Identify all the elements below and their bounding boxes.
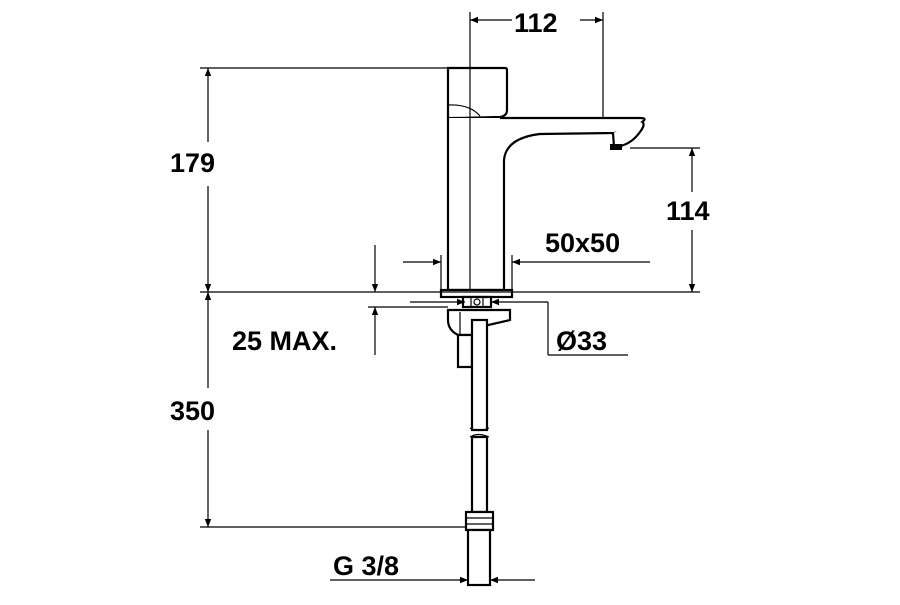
dim-label-112: 112 <box>514 8 558 38</box>
dim-thread: G 3/8 <box>330 551 535 584</box>
dim-label-25-max: 25 MAX. <box>232 326 337 356</box>
dim-base-size: 50x50 <box>403 228 650 290</box>
dim-label-350: 350 <box>170 396 215 426</box>
dim-label-g-3-8: G 3/8 <box>333 551 399 581</box>
dim-spout-height: 114 <box>630 147 710 292</box>
dim-label-179: 179 <box>170 148 215 178</box>
dim-hose-length: 350 <box>170 292 466 528</box>
dim-total-height: 179 <box>170 67 700 293</box>
dim-max-thickness: 25 MAX. <box>232 245 448 356</box>
dim-label-50x50: 50x50 <box>545 228 620 258</box>
dim-label-114: 114 <box>666 196 710 226</box>
mounting-hardware <box>446 295 512 587</box>
dim-label-diameter-33: Ø33 <box>556 326 607 356</box>
dim-hole-diameter: Ø33 <box>410 298 628 356</box>
dim-width-top: 112 <box>469 8 604 118</box>
faucet-body <box>439 66 646 299</box>
